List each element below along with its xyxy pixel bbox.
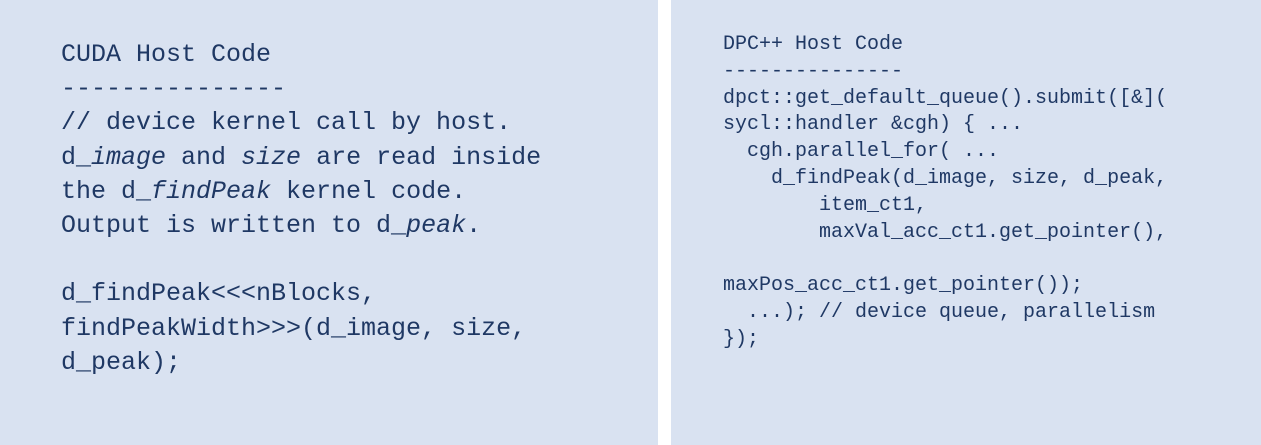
code-italic-span: findPeak <box>151 176 272 206</box>
code-line: d_findPeak<<<nBlocks, <box>61 277 658 311</box>
code-text-span: d_findPeak(d_image, size, d_peak, <box>723 166 1168 190</box>
code-line: ...); // device queue, parallelism <box>723 300 1261 327</box>
cuda-host-code-panel: CUDA Host Code --------------- // device k… <box>0 0 658 445</box>
code-text-span: findPeakWidth>>>(d_image, size, <box>61 313 527 343</box>
code-line: --------------- <box>723 59 1261 86</box>
code-italic-span: image <box>91 142 167 172</box>
code-line: the d_findPeak kernel code. <box>61 175 658 209</box>
code-text-span: DPC++ Host Code <box>723 33 904 56</box>
code-text-span: ...); // device queue, parallelism <box>723 300 1156 324</box>
code-italic-span: size <box>241 142 302 172</box>
code-text-span: --------------- <box>61 74 287 104</box>
code-text-span: kernel code. <box>271 176 467 206</box>
code-line: // device kernel call by host. <box>61 106 658 140</box>
code-text-span: item_ct1, <box>723 193 928 217</box>
code-line: item_ct1, <box>723 193 1261 220</box>
code-italic-span: peak <box>406 210 467 240</box>
code-text-span: --------------- <box>723 59 904 83</box>
dpcpp-host-code-panel: DPC++ Host Code---------------dpct::get_… <box>671 0 1261 445</box>
code-text-span: the d_ <box>61 176 152 206</box>
code-text-span: CUDA Host Code <box>61 40 272 69</box>
code-line: DPC++ Host Code <box>723 32 1261 59</box>
code-line: maxPos_acc_ct1.get_pointer()); <box>723 273 1261 300</box>
code-text-span: maxPos_acc_ct1.get_pointer()); <box>723 274 1084 298</box>
code-text-span: d_peak); <box>61 347 182 377</box>
code-text-span: Output is written to d_ <box>61 210 407 240</box>
code-line: Output is written to d_peak. <box>61 209 658 243</box>
code-text-span: . <box>466 210 482 240</box>
code-text-span: d_ <box>61 142 92 172</box>
code-text-span: }); <box>723 327 760 351</box>
code-text-span: sycl::handler &cgh) { ... <box>723 113 1024 137</box>
code-line <box>61 243 658 277</box>
cuda-host-code-block: CUDA Host Code --------------- // device k… <box>61 38 658 380</box>
code-line: cgh.parallel_for( ... <box>723 139 1261 166</box>
code-text-span: cgh.parallel_for( ... <box>723 140 1000 164</box>
code-text-span: maxVal_acc_ct1.get_pointer(), <box>723 220 1168 244</box>
code-line: d_image and size are read inside <box>61 141 658 175</box>
code-text-span: are read inside <box>301 142 542 172</box>
code-line: findPeakWidth>>>(d_image, size, <box>61 312 658 346</box>
code-line <box>723 246 1261 273</box>
code-line: maxVal_acc_ct1.get_pointer(), <box>723 220 1261 247</box>
code-text-span: d_findPeak<<<nBlocks, <box>61 279 377 309</box>
code-line: }); <box>723 327 1261 354</box>
code-text-span: and <box>166 142 242 172</box>
code-line: --------------- <box>61 72 658 106</box>
code-line: CUDA Host Code <box>61 38 658 72</box>
code-text-span: dpct::get_default_queue().submit([&]( <box>723 86 1168 110</box>
code-line: d_peak); <box>61 346 658 380</box>
code-text-span: // device kernel call by host. <box>61 108 512 138</box>
dpcpp-host-code-block: DPC++ Host Code---------------dpct::get_… <box>723 32 1261 354</box>
code-line: d_findPeak(d_image, size, d_peak, <box>723 166 1261 193</box>
code-line: dpct::get_default_queue().submit([&]( <box>723 86 1261 113</box>
code-line: sycl::handler &cgh) { ... <box>723 112 1261 139</box>
